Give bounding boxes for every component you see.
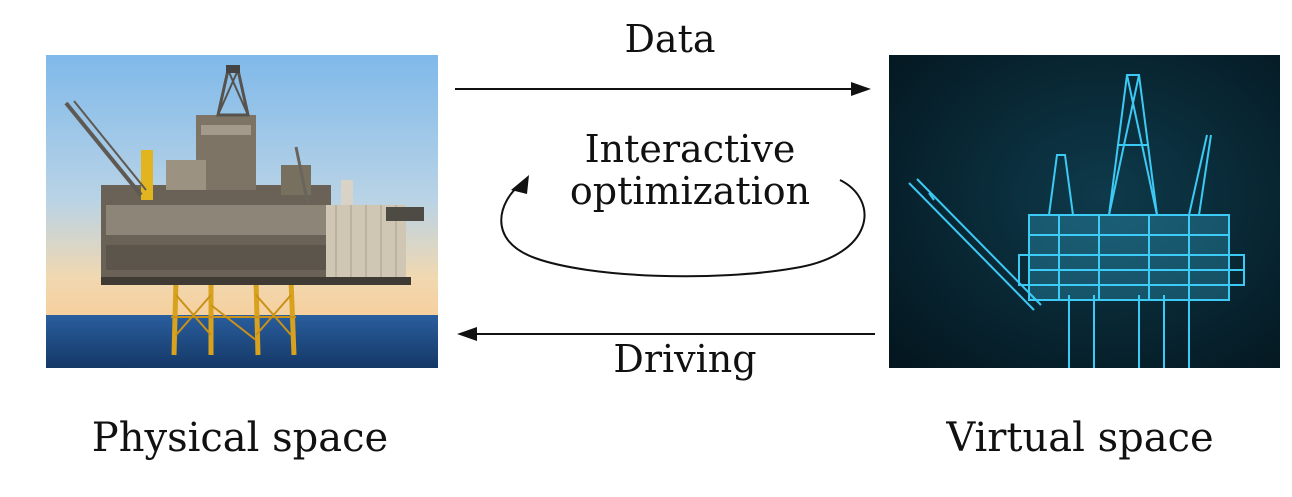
virtual-platform-image bbox=[889, 55, 1280, 368]
physical-platform-image bbox=[46, 55, 438, 368]
virtual-space-caption: Virtual space bbox=[880, 415, 1280, 461]
data-arrow bbox=[455, 78, 875, 100]
interactive-optimization-loop-arrow bbox=[495, 170, 880, 280]
physical-space-caption: Physical space bbox=[40, 415, 440, 461]
loop-label-line1: Interactive bbox=[540, 130, 840, 170]
data-arrow-label: Data bbox=[560, 20, 780, 60]
driving-arrow-label: Driving bbox=[575, 340, 795, 380]
